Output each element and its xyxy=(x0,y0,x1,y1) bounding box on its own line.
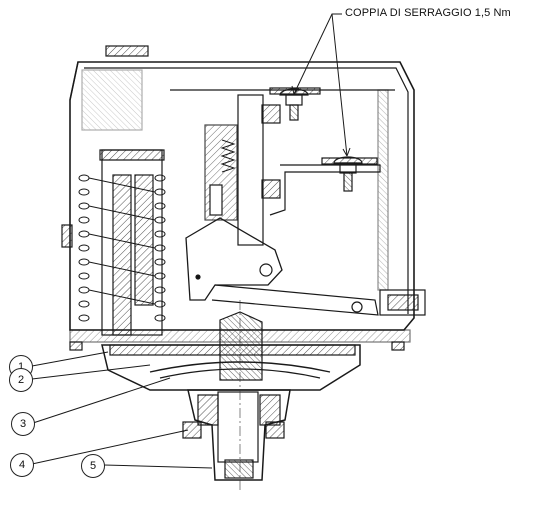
cover-screw-head xyxy=(105,45,149,57)
main-coil-spring xyxy=(78,174,166,322)
terminal-screw-lower xyxy=(321,156,378,192)
side-screw xyxy=(379,289,426,316)
small-contact-spring xyxy=(220,139,236,173)
callout-4: 4 xyxy=(10,453,34,477)
callout-3: 3 xyxy=(11,412,35,436)
lever-arm xyxy=(185,217,283,301)
callout-2: 2 xyxy=(9,368,33,392)
piston xyxy=(219,311,263,381)
callout-5: 5 xyxy=(81,454,105,478)
torque-leader-lines xyxy=(291,13,351,157)
housing-cover xyxy=(69,61,415,331)
torque-annotation: COPPIA DI SERRAGGIO 1,5 Nm xyxy=(345,7,511,19)
callout-leader-lines xyxy=(31,351,213,469)
